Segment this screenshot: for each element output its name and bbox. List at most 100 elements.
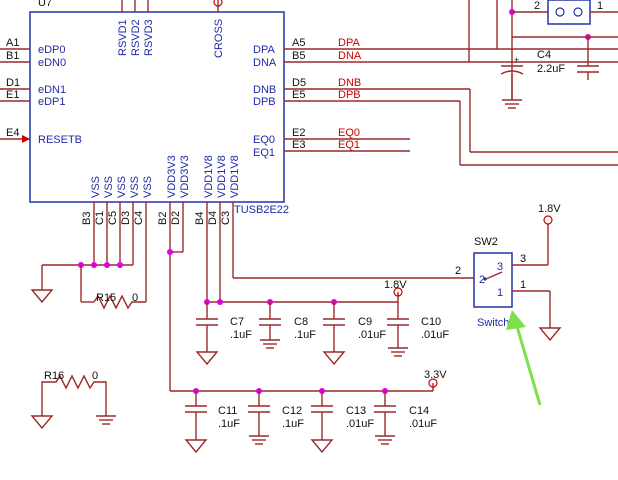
- net-dnb: DNB: [338, 77, 361, 89]
- c10-ref: C10: [421, 316, 441, 328]
- pin-num-d3: D3: [120, 211, 132, 225]
- net-dpa: DPA: [338, 37, 360, 49]
- pin-num-e1: E1: [6, 89, 19, 101]
- chip-ref: U7: [38, 0, 52, 9]
- pin-name-edn0: eDN0: [38, 57, 66, 69]
- pin-name-vss-3: VSS: [116, 176, 128, 198]
- pin-num-a5: A5: [292, 37, 305, 49]
- c9-value: .01uF: [358, 329, 386, 341]
- c12-ref: C12: [282, 405, 302, 417]
- switch-body: [473, 252, 513, 308]
- sw2-pin1-num: 1: [520, 279, 526, 291]
- r16-ref: R16: [44, 370, 64, 382]
- pin-rsvd2: RSVD2: [130, 19, 142, 56]
- c13-value: .01uF: [346, 418, 374, 430]
- pin-num-b3: B3: [81, 212, 93, 225]
- pin-num-e5: E5: [292, 89, 305, 101]
- resistor-r15: [93, 294, 146, 310]
- c11-value: .1uF: [218, 418, 240, 430]
- pin-num-d1: D1: [6, 77, 20, 89]
- r16-value: 0: [92, 370, 98, 382]
- net-eq1: EQ1: [338, 139, 360, 151]
- pin-num-e3: E3: [292, 139, 305, 151]
- pin-num-e2: E2: [292, 127, 305, 139]
- sw2-pin1-label: 1: [497, 287, 503, 299]
- r15-ref: R15: [96, 292, 116, 304]
- connector-pin-right: 1: [597, 0, 603, 12]
- r15-value: 0: [132, 292, 138, 304]
- pin-num-e4: E4: [6, 127, 19, 139]
- pin-name-dpb: DPB: [253, 96, 276, 108]
- pin-num-d2: D2: [170, 211, 182, 225]
- pin-rsvd1: RSVD1: [117, 19, 129, 56]
- sw2-pin3-label: 3: [497, 261, 503, 273]
- pin-rsvd3: RSVD3: [143, 19, 155, 56]
- pin-name-resetb: RESETB: [38, 134, 82, 146]
- pin-name-vss-1: VSS: [90, 176, 102, 198]
- sw2-pin2-label: 2: [479, 274, 485, 286]
- c7-value: .1uF: [230, 329, 252, 341]
- chip-part-name: TUSB2E22: [234, 204, 289, 216]
- sw2-type: Switch: [477, 317, 509, 329]
- pin-num-c4: C4: [133, 211, 145, 225]
- sw2-pin2-num: 2: [455, 265, 461, 277]
- c8-ref: C8: [294, 316, 308, 328]
- net-eq0: EQ0: [338, 127, 360, 139]
- pin-num-b1: B1: [6, 50, 19, 62]
- c4-value: 2.2uF: [537, 63, 565, 75]
- c13-ref: C13: [346, 405, 366, 417]
- pin-name-dna: DNA: [253, 57, 277, 69]
- pin-name-vdd1v8-2: VDD1V8: [216, 155, 228, 198]
- pin-num-b5: B5: [292, 50, 305, 62]
- c7-ref: C7: [230, 316, 244, 328]
- pin-num-c1: C1: [94, 211, 106, 225]
- c4-ref: C4: [537, 49, 551, 61]
- pin-num-c5: C5: [107, 211, 119, 225]
- c10-value: .01uF: [421, 329, 449, 341]
- pin-name-edn1: eDN1: [38, 84, 66, 96]
- pin-num-a1: A1: [6, 37, 19, 49]
- pin-name-vss-4: VSS: [129, 176, 141, 198]
- pin-name-vss-2: VSS: [103, 176, 115, 198]
- c9-ref: C9: [358, 316, 372, 328]
- pin-num-b2: B2: [157, 212, 169, 225]
- rail-1v8-label: 1.8V: [384, 279, 407, 291]
- chip-body: [29, 11, 285, 203]
- sw2-ref: SW2: [474, 236, 498, 248]
- annotation-arrow: [506, 310, 542, 406]
- pin-name-vdd3v3-2: VDD3V3: [179, 155, 191, 198]
- connector-body: [547, 0, 591, 25]
- c11-ref: C11: [218, 405, 237, 417]
- vss-ground-network: R15 0: [30, 202, 147, 310]
- net-dna: DNA: [338, 50, 362, 62]
- pin-name-vdd3v3-1: VDD3V3: [166, 155, 178, 198]
- rail-3v3-network: 3.3V C11 .1uF C12 .1uF C13 .01uF: [167, 202, 447, 454]
- chip-u7: U7 TUSB2E22 RSVD1 RSVD2 RSVD3 CROSS A1 B…: [0, 0, 618, 225]
- pin-name-vdd1v8-1: VDD1V8: [203, 155, 215, 198]
- pin-name-dpa: DPA: [253, 44, 275, 56]
- c12-value: .1uF: [282, 418, 304, 430]
- sw2-pin3-num: 3: [520, 253, 526, 265]
- switch-sw2: SW2 Switch 2 2 3 1 1.8V 3 1: [233, 203, 562, 342]
- pin-num-d4: D4: [207, 211, 219, 225]
- c14-ref: C14: [409, 405, 429, 417]
- c14-value: .01uF: [409, 418, 437, 430]
- pin-name-vss-5: VSS: [142, 176, 154, 198]
- resistor-r16-network: R16 0: [30, 370, 116, 430]
- pin-cross: CROSS: [213, 19, 225, 58]
- svg-text:+: +: [514, 55, 519, 65]
- connector-pin-left: 2: [534, 0, 540, 12]
- ground-icon: [30, 289, 54, 304]
- pin-num-c3: C3: [220, 211, 232, 225]
- resistor-r16: [41, 374, 107, 416]
- pin-name-eq1: EQ1: [253, 147, 275, 159]
- pin-num-d5: D5: [292, 77, 306, 89]
- top-right-network: 2 1 + C4 2.2uF: [459, 0, 618, 166]
- pin-name-dnb: DNB: [253, 84, 276, 96]
- pin-num-b4: B4: [194, 212, 206, 225]
- pin-name-eq0: EQ0: [253, 134, 275, 146]
- pin-name-vdd1v8-3: VDD1V8: [229, 155, 241, 198]
- pin-name-edp1: eDP1: [38, 96, 66, 108]
- rail-3v3-label: 3.3V: [424, 369, 447, 381]
